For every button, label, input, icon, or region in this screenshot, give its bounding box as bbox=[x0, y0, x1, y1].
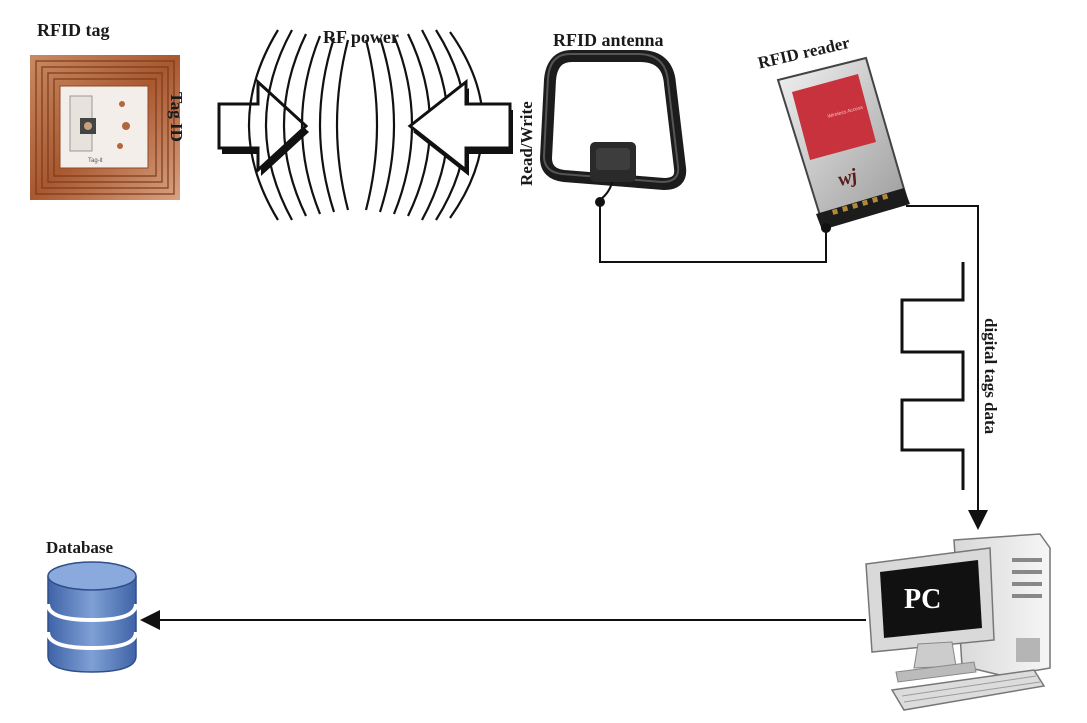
pc-screen-label: PC bbox=[904, 584, 942, 615]
tag-id-label: Tag ID bbox=[167, 92, 186, 142]
read-write-label: Read/Write bbox=[517, 101, 536, 186]
antenna-reader-cable bbox=[599, 202, 827, 263]
read-write-arrow bbox=[407, 78, 513, 176]
rfid-tag-label: RFID tag bbox=[37, 20, 110, 40]
svg-text:Tag-it: Tag-it bbox=[88, 158, 103, 164]
digital-signal-waveform bbox=[900, 262, 965, 490]
rfid-antenna-label: RFID antenna bbox=[553, 30, 664, 50]
computer-icon bbox=[865, 533, 1051, 711]
rf-power-label: RF power bbox=[323, 27, 399, 47]
digital-tags-data-label: digital tags data bbox=[981, 318, 1000, 435]
rf-power-arrow-left bbox=[217, 78, 309, 176]
database-icon bbox=[46, 561, 138, 673]
rfid-tag-icon: Tag-it bbox=[30, 55, 180, 200]
reader-pc-cable bbox=[906, 205, 988, 530]
database-label: Database bbox=[46, 538, 114, 557]
antenna-icon bbox=[540, 50, 687, 207]
reader-card-icon: Wireless Access wj bbox=[776, 56, 910, 233]
